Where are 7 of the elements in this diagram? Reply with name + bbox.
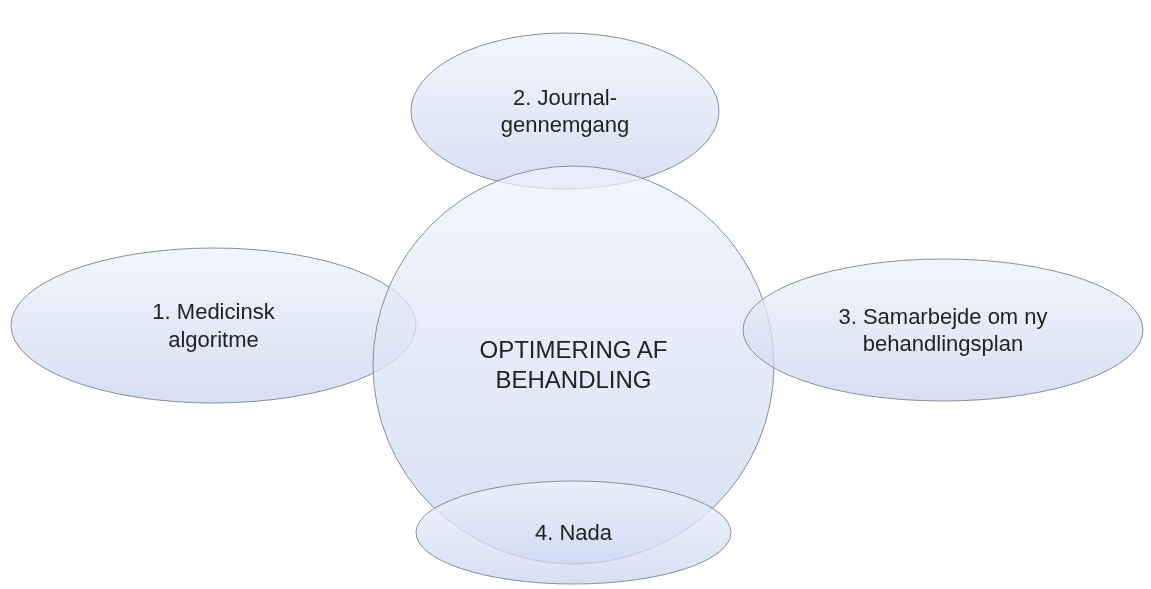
node-label: 4. Nada (534, 518, 613, 547)
node-label: 2. Journal-gennemgang (499, 83, 631, 139)
node-label: 3. Samarbejde om ny behandlingsplan (837, 302, 1049, 358)
ellipse-node (742, 258, 1144, 402)
node-label: OPTIMERING AF BEHANDLING (478, 335, 669, 395)
node-label: 1. Medicinsk algoritme (151, 298, 276, 353)
ellipse-node (415, 480, 732, 585)
